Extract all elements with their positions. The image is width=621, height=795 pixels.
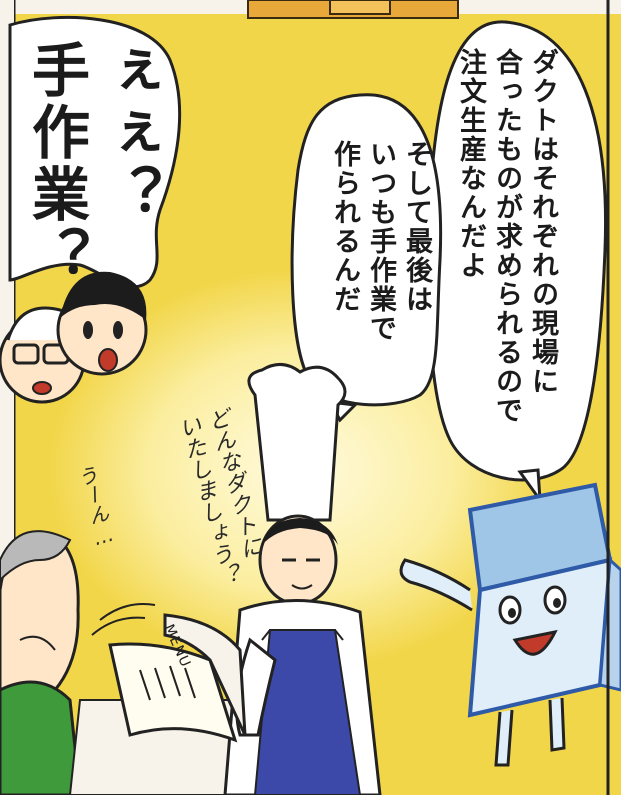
menu-book [108, 613, 247, 743]
speech-text-mid: そして最後は いつも手作業で 作られるんだ [329, 140, 432, 343]
speech-text-right: ダクトはそれぞれの現場に 合ったものが求められるので 注文生産なんだよ [455, 48, 558, 425]
motion-lines [99, 603, 156, 621]
exclaim-text: ぇぇ？ 手作業？ [22, 40, 162, 288]
speech-bubble-mid [290, 93, 443, 407]
old-man [0, 530, 82, 795]
surprised-faces [0, 271, 148, 404]
exclaim-bubble [8, 15, 182, 289]
duct-mascot [399, 482, 621, 767]
chef-waiter [223, 363, 382, 795]
